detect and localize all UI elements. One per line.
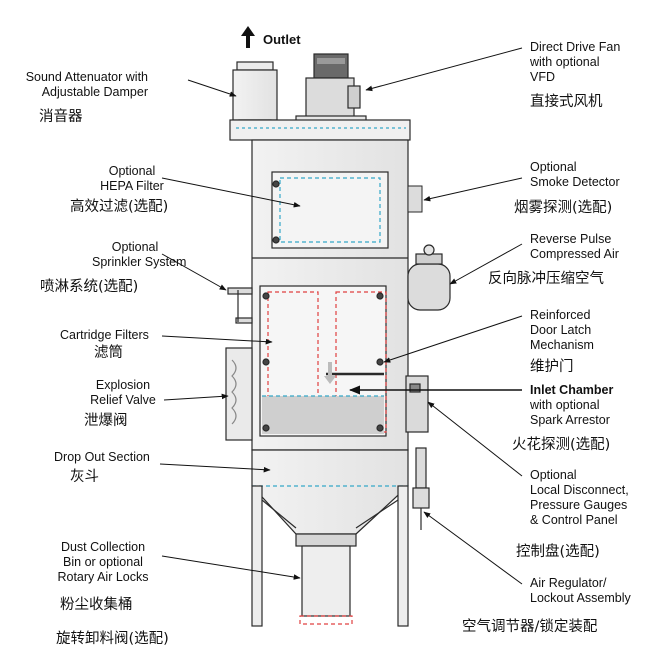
main-cabinet bbox=[251, 139, 409, 451]
label-air-regulator: Air Regulator/ Lockout Assembly bbox=[530, 576, 631, 606]
label-line: Bin or optional bbox=[63, 555, 143, 569]
top-plenum bbox=[229, 119, 411, 141]
smoke-detector bbox=[407, 185, 423, 213]
label-reverse-pulse: Reverse Pulse Compressed Air bbox=[530, 232, 619, 262]
label-fan-zh: 直接式风机 bbox=[530, 94, 603, 110]
label-line: Dust Collection bbox=[60, 540, 146, 554]
label-sound-attenuator: Sound Attenuator with Adjustable Damper bbox=[26, 70, 148, 100]
label-line: Adjustable Damper bbox=[41, 85, 148, 99]
label-line: Optional bbox=[530, 160, 577, 174]
label-door-latch-zh: 维护门 bbox=[530, 359, 574, 375]
callout-smoke bbox=[423, 177, 523, 202]
callout-dust-bin bbox=[161, 555, 301, 580]
hopper bbox=[251, 449, 409, 535]
label-sprinkler: Optional Sprinkler System bbox=[92, 240, 187, 270]
label-line: HEPA Filter bbox=[100, 179, 164, 193]
label-inlet-zh: 火花探测(选配) bbox=[512, 437, 611, 453]
pulse-tank bbox=[407, 244, 451, 311]
label-line: Optional bbox=[111, 240, 159, 254]
label-line: Local Disconnect, bbox=[530, 483, 629, 497]
callout-lines bbox=[159, 47, 523, 585]
label-line: Air Regulator/ bbox=[530, 576, 607, 590]
callout-reverse-pulse bbox=[449, 243, 523, 285]
label-line: Door Latch bbox=[530, 323, 592, 337]
callout-hepa bbox=[161, 177, 301, 208]
label-line: Explosion bbox=[95, 378, 151, 392]
label-line: Direct Drive Fan bbox=[530, 40, 621, 54]
air-regulator bbox=[412, 447, 430, 530]
callout-drop-out bbox=[159, 463, 271, 473]
label-line: Sound Attenuator with bbox=[25, 70, 148, 84]
label-hepa: Optional HEPA Filter bbox=[94, 164, 170, 194]
label-line: Lockout Assembly bbox=[530, 591, 631, 605]
label-inlet: Inlet Chamber with optional Spark Arrest… bbox=[530, 383, 613, 428]
label-control-panel-zh: 控制盘(选配) bbox=[516, 544, 600, 560]
outlet-arrow-icon bbox=[241, 26, 255, 48]
label-dust-collection-zh: 粉尘收集桶 bbox=[60, 597, 133, 613]
callout-air-regulator bbox=[423, 511, 523, 585]
explosion-relief-valve bbox=[225, 347, 253, 441]
label-dust-collection-zh2: 旋转卸料阀(选配) bbox=[56, 631, 169, 647]
label-line: Relief Valve bbox=[90, 393, 156, 407]
callout-control-panel bbox=[427, 401, 523, 477]
support-legs bbox=[251, 485, 409, 627]
label-smoke-zh: 烟雾探测(选配) bbox=[514, 200, 613, 216]
label-cartridge-zh: 滤筒 bbox=[94, 345, 123, 361]
label-line: & Control Panel bbox=[530, 513, 618, 527]
label-door-latch: Reinforced Door Latch Mechanism bbox=[530, 308, 594, 353]
label-line: Reinforced bbox=[530, 308, 591, 322]
fan-unit bbox=[295, 53, 367, 125]
label-sound-attenuator-zh: 消音器 bbox=[39, 109, 83, 125]
callout-door-latch bbox=[383, 315, 523, 363]
sprinkler-pipe bbox=[227, 287, 253, 324]
label-fan: Direct Drive Fan with optional VFD bbox=[530, 40, 620, 85]
label-line: with optional bbox=[530, 55, 600, 69]
callout-sound-attenuator bbox=[187, 79, 237, 97]
outlet-label: Outlet bbox=[263, 32, 301, 47]
label-smoke: Optional Smoke Detector bbox=[530, 160, 620, 190]
label-hepa-zh: 高效过滤(选配) bbox=[70, 199, 169, 215]
label-line: Optional bbox=[108, 164, 156, 178]
label-line: Rotary Air Locks bbox=[57, 570, 149, 584]
label-reverse-pulse-zh: 反向脉冲压缩空气 bbox=[488, 271, 604, 287]
label-sprinkler-zh: 喷淋系统(选配) bbox=[40, 279, 139, 295]
label-explosion-zh: 泄爆阀 bbox=[84, 413, 128, 429]
callout-explosion bbox=[163, 393, 229, 401]
label-cartridge: Cartridge Filters bbox=[60, 328, 149, 342]
dust-bin bbox=[295, 533, 357, 625]
label-drop-out-zh: 灰斗 bbox=[70, 469, 99, 485]
control-panel bbox=[405, 375, 429, 433]
label-line: Sprinkler System bbox=[92, 255, 187, 269]
callout-cartridge bbox=[161, 335, 273, 345]
label-line: Pressure Gauges bbox=[530, 498, 628, 512]
label-line: Spark Arrestor bbox=[530, 413, 610, 427]
callout-fan bbox=[365, 47, 523, 92]
label-line: VFD bbox=[530, 70, 555, 84]
label-air-regulator-zh: 空气调节器/锁定装配 bbox=[462, 619, 598, 635]
label-explosion: Explosion Relief Valve bbox=[88, 378, 158, 408]
label-line: Smoke Detector bbox=[530, 175, 620, 189]
label-line: Compressed Air bbox=[530, 247, 619, 261]
label-dust-collection: Dust Collection Bin or optional Rotary A… bbox=[48, 540, 158, 585]
callout-sprinkler bbox=[161, 253, 227, 291]
label-control-panel: Optional Local Disconnect, Pressure Gaug… bbox=[530, 468, 629, 528]
label-drop-out: Drop Out Section bbox=[54, 450, 150, 464]
label-line: with optional bbox=[530, 398, 600, 412]
label-line: Optional bbox=[530, 468, 577, 482]
label-line-bold: Inlet Chamber bbox=[530, 383, 614, 397]
label-line: Reverse Pulse bbox=[530, 232, 612, 246]
label-line: Mechanism bbox=[530, 338, 594, 352]
